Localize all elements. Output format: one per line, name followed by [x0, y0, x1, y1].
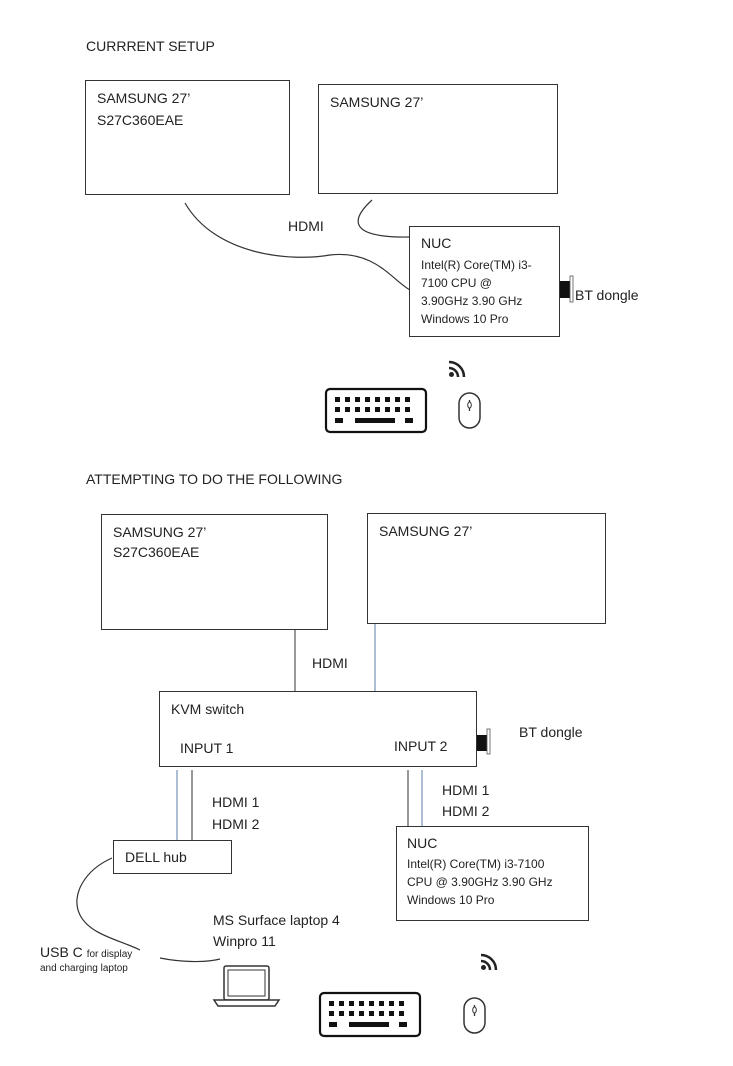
hdmi-2-label-hub: HDMI 2	[212, 816, 260, 832]
usb-c-note: for display	[86, 949, 133, 960]
usb-c-note-2: and charging laptop	[40, 963, 128, 974]
monitor-model: S27C360EAE	[97, 112, 184, 128]
monitor-label: SAMSUNG 27’	[330, 94, 424, 110]
nuc-spec: Windows 10 Pro	[407, 893, 495, 907]
monitor-label: SAMSUNG 27’	[379, 523, 473, 539]
nuc-box-planned: NUC Intel(R) Core(TM) i3-7100 CPU @ 3.90…	[396, 826, 589, 921]
hdmi-1-label-hub: HDMI 1	[212, 794, 260, 810]
hdmi-cable-right-monitor-to-nuc	[357, 199, 411, 238]
section-title-planned: ATTEMPTING TO DO THE FOLLOWING	[86, 471, 343, 487]
kvm-title: KVM switch	[171, 701, 245, 717]
bluetooth-dongle-icon	[477, 728, 491, 755]
bluetooth-dongle-icon	[560, 275, 574, 303]
monitor-label: SAMSUNG 27’	[97, 90, 191, 106]
monitor-left-planned: SAMSUNG 27’ S27C360EAE	[101, 514, 328, 630]
usb-c-main: USB C	[40, 944, 83, 960]
laptop-os-label: Winpro 11	[213, 933, 276, 949]
monitor-model: S27C360EAE	[113, 544, 200, 560]
nuc-spec: 3.90GHz 3.90 GHz	[421, 294, 523, 308]
dell-hub-box: DELL hub	[113, 840, 232, 874]
nuc-spec: 7100 CPU @	[421, 276, 492, 290]
keyboard-icon	[318, 991, 422, 1038]
monitor-right-current: SAMSUNG 27’	[318, 84, 558, 194]
usb-c-cable	[76, 857, 141, 951]
nuc-spec: Intel(R) Core(TM) i3-	[421, 258, 532, 272]
keyboard-icon	[324, 387, 428, 434]
wireless-signal-icon	[448, 360, 466, 378]
laptop-label: MS Surface laptop 4	[213, 912, 340, 928]
nuc-spec: Windows 10 Pro	[421, 312, 509, 326]
hub-label: DELL hub	[125, 849, 187, 865]
nuc-title: NUC	[421, 235, 452, 251]
usb-c-cable-to-laptop	[159, 957, 221, 963]
hdmi-cable-label: HDMI	[288, 218, 324, 234]
monitor-left-current: SAMSUNG 27’ S27C360EAE	[85, 80, 290, 195]
hdmi-cable-label: HDMI	[312, 655, 348, 671]
bt-dongle-label: BT dongle	[519, 724, 583, 740]
monitor-label: SAMSUNG 27’	[113, 524, 207, 540]
mouse-icon	[463, 997, 486, 1034]
bt-dongle-label: BT dongle	[575, 287, 639, 303]
hdmi-cable-left-monitor-to-nuc	[184, 202, 411, 291]
kvm-input-2: INPUT 2	[394, 738, 448, 754]
laptop-icon	[212, 965, 281, 1007]
nuc-spec: CPU @ 3.90GHz 3.90 GHz	[407, 875, 553, 889]
usb-c-label: USB C for display	[40, 944, 132, 960]
wireless-signal-icon	[480, 953, 498, 971]
nuc-spec: Intel(R) Core(TM) i3-7100	[407, 857, 545, 871]
nuc-box-current: NUC Intel(R) Core(TM) i3- 7100 CPU @ 3.9…	[409, 226, 560, 337]
mouse-icon	[458, 392, 481, 429]
kvm-input-1: INPUT 1	[180, 740, 234, 756]
nuc-title: NUC	[407, 835, 438, 851]
section-title-current: CURRRENT SETUP	[86, 38, 215, 54]
kvm-switch-box: KVM switch INPUT 1 INPUT 2	[159, 691, 477, 767]
hdmi-1-label-nuc: HDMI 1	[442, 782, 490, 798]
hdmi-2-label-nuc: HDMI 2	[442, 803, 490, 819]
monitor-right-planned: SAMSUNG 27’	[367, 513, 606, 624]
